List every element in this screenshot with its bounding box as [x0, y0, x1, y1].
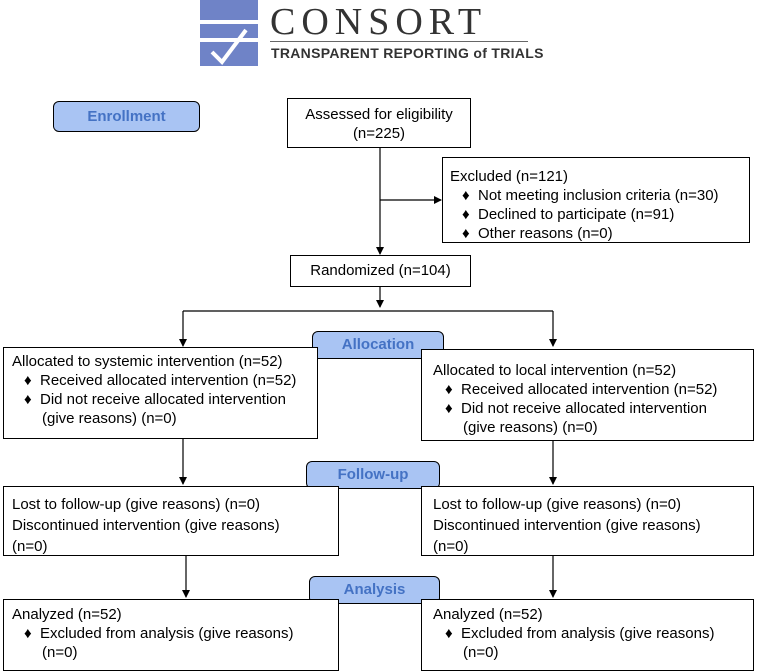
followup-right-discontinued-count: (n=0) [433, 538, 469, 555]
diamond-bullet-icon: ♦ [462, 206, 470, 223]
allocation-left-received: ♦Received allocated intervention (n=52) [24, 372, 297, 389]
allocation-right-title: Allocated to local intervention (n=52) [433, 362, 677, 379]
analysis-left-excluded-count: (n=0) [42, 644, 78, 661]
assessed-label: Assessed for eligibility [305, 106, 453, 123]
diamond-bullet-icon: ♦ [445, 400, 453, 417]
allocation-right-box: Allocated to local intervention (n=52) ♦… [421, 349, 754, 441]
analysis-left-box: Analyzed (n=52) ♦Excluded from analysis … [3, 599, 339, 671]
logo-tagline: TRANSPARENT REPORTING of TRIALS [271, 45, 544, 61]
diamond-bullet-icon: ♦ [24, 391, 32, 408]
excluded-box: Excluded (n=121) ♦Not meeting inclusion … [442, 157, 750, 243]
randomized-box: Randomized (n=104) [290, 255, 471, 287]
diamond-bullet-icon: ♦ [24, 372, 32, 389]
excluded-item: ♦Not meeting inclusion criteria (n=30) [462, 187, 719, 204]
followup-left-lost: Lost to follow-up (give reasons) (n=0) [12, 496, 261, 513]
diamond-bullet-icon: ♦ [462, 225, 470, 242]
allocation-left-title: Allocated to systemic intervention (n=52… [12, 353, 283, 370]
diamond-bullet-icon: ♦ [24, 625, 32, 642]
analysis-right-excluded-count: (n=0) [463, 644, 499, 661]
allocation-right-not-received: ♦Did not receive allocated intervention [445, 400, 707, 417]
diamond-bullet-icon: ♦ [445, 625, 453, 642]
analysis-left-excluded: ♦Excluded from analysis (give reasons) [24, 625, 294, 642]
followup-left-box: Lost to follow-up (give reasons) (n=0) D… [3, 486, 339, 556]
allocation-right-received: ♦Received allocated intervention (n=52) [445, 381, 718, 398]
stage-enrollment: Enrollment [53, 101, 200, 132]
followup-right-box: Lost to follow-up (give reasons) (n=0) D… [421, 486, 754, 556]
assessed-count: (n=225) [352, 125, 406, 142]
excluded-item: ♦Other reasons (n=0) [462, 225, 613, 242]
diamond-bullet-icon: ♦ [462, 187, 470, 204]
allocation-left-not-received: ♦Did not receive allocated intervention [24, 391, 286, 408]
diamond-bullet-icon: ♦ [445, 381, 453, 398]
consort-logo-mark-icon [200, 0, 258, 66]
analysis-right-box: Analyzed (n=52) ♦Excluded from analysis … [421, 599, 754, 671]
analysis-right-analyzed: Analyzed (n=52) [433, 606, 543, 623]
allocation-left-not-received-reasons: (give reasons) (n=0) [42, 410, 177, 427]
logo-divider [270, 41, 528, 42]
allocation-left-box: Allocated to systemic intervention (n=52… [3, 347, 318, 439]
excluded-title: Excluded (n=121) [450, 168, 568, 185]
followup-right-discontinued: Discontinued intervention (give reasons) [433, 517, 701, 534]
followup-left-discontinued-count: (n=0) [12, 538, 48, 555]
followup-right-lost: Lost to follow-up (give reasons) (n=0) [433, 496, 682, 513]
followup-left-discontinued: Discontinued intervention (give reasons) [12, 517, 280, 534]
assessed-box: Assessed for eligibility (n=225) [287, 98, 471, 148]
stage-followup: Follow-up [306, 461, 440, 489]
analysis-left-analyzed: Analyzed (n=52) [12, 606, 122, 623]
allocation-right-not-received-reasons: (give reasons) (n=0) [463, 419, 598, 436]
logo-wordmark: CONSORT [270, 1, 488, 43]
excluded-item: ♦Declined to participate (n=91) [462, 206, 675, 223]
analysis-right-excluded: ♦Excluded from analysis (give reasons) [445, 625, 715, 642]
